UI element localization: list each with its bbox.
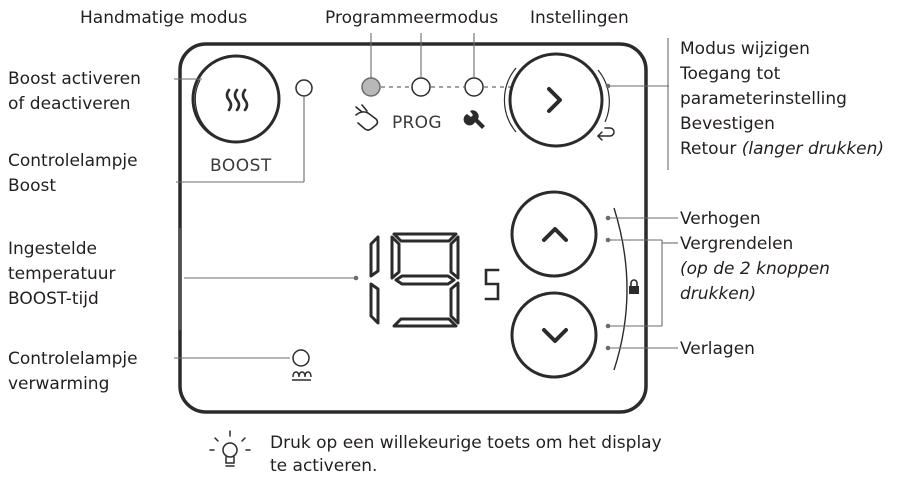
label-increase: Verhogen [680,209,761,229]
up-button[interactable] [510,190,598,278]
label-heat-lamp-line2: verwarming [8,374,110,394]
heating-indicator-lamp [292,349,310,367]
leader-lines-right-top [605,38,669,170]
down-button[interactable] [510,291,598,379]
footer-line2: te activeren. [270,456,378,476]
label-boost-line1: Boost activeren [8,69,141,89]
mode-button[interactable] [503,52,610,148]
label-manual-mode: Handmatige modus [80,8,248,28]
chevron-right-icon [547,87,562,113]
heating-coil-icon [292,371,312,381]
label-return-text: Retour [680,139,742,159]
lock-bracket [613,207,628,371]
chevron-down-icon [542,328,568,343]
hand-icon [355,104,379,131]
manual-mode-lamp [361,77,381,97]
label-lock-note-2: drukken) [680,284,757,304]
display-digit-9 [390,232,460,328]
leader-lines-left [174,78,359,330]
wrench-icon [463,110,485,129]
label-heat-lamp-line1: Controlelampje [8,349,138,369]
label-lock: Vergrendelen [680,234,794,254]
label-boost-lamp-line2: Boost [8,176,56,196]
label-temp-line2: temperatuur [8,264,116,284]
label-program-mode: Programmeermodus [325,8,499,28]
label-parameter-setting: parameterinstelling [680,89,847,109]
label-settings: Instellingen [530,8,629,28]
leader-lines-top [370,33,475,78]
prog-label: PROG [392,113,442,133]
label-boost-line2: of deactiveren [8,94,131,114]
label-lock-note-line2: drukken) [680,283,756,305]
label-decrease: Verlagen [680,339,755,359]
chevron-up-icon [542,227,568,242]
label-lock-note-1: (op de 2 knoppen [680,259,830,279]
display-digit-1 [369,235,380,325]
label-confirm: Bevestigen [680,114,775,134]
program-mode-lamp [411,77,431,97]
footer-line1: Druk op een willekeurige toets om het di… [270,433,662,453]
boost-label: BOOST [210,156,272,176]
heat-waves-icon [225,88,249,112]
settings-lamp [464,77,484,97]
display-unit-s [484,268,500,301]
boost-indicator-lamp [295,79,313,97]
label-temp-line1: Ingestelde [8,239,97,259]
return-icon [596,127,615,141]
mode-indicators [361,77,512,97]
leader-lines-right-bottom [605,215,678,351]
label-lock-note-line1: (op de 2 knoppen [680,258,830,280]
label-return: Retour (langer drukken) [680,138,884,160]
lightbulb-icon [209,430,251,467]
label-return-note: (langer drukken) [741,139,885,159]
label-temp-line3: BOOST-tijd [8,289,99,309]
lock-icon [629,279,639,294]
label-access: Toegang tot [680,64,781,84]
label-boost-lamp-line1: Controlelampje [8,151,138,171]
label-mode-change: Modus wijzigen [680,39,810,59]
